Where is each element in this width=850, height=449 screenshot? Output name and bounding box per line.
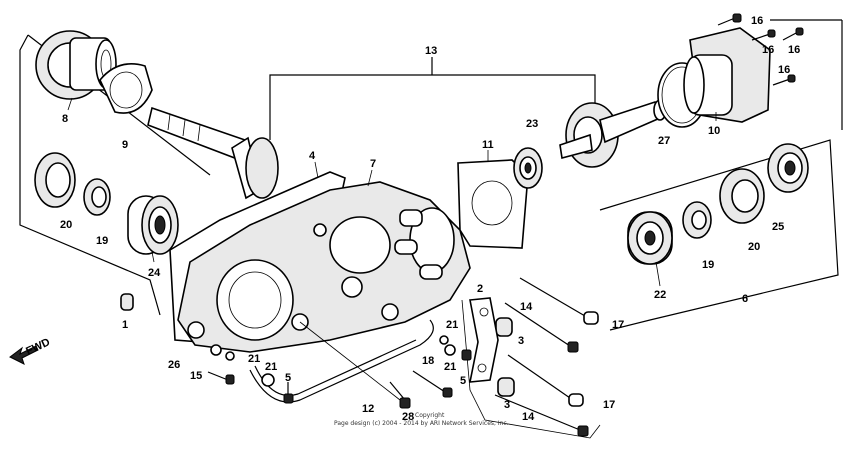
callout-8: 8 bbox=[62, 113, 68, 125]
callout-24: 24 bbox=[148, 267, 161, 279]
bearing-25 bbox=[767, 143, 809, 193]
callout-14-lower: 14 bbox=[522, 411, 535, 423]
long-bolt-17-lower bbox=[507, 354, 584, 407]
bolt-28 bbox=[299, 321, 411, 409]
callout-16-b: 16 bbox=[762, 44, 774, 56]
callout-21-d: 21 bbox=[444, 361, 456, 373]
callout-3-upper: 3 bbox=[518, 335, 524, 347]
callout-19-right: 19 bbox=[702, 259, 714, 271]
callout-16-d: 16 bbox=[778, 64, 790, 76]
leader-4 bbox=[314, 161, 319, 179]
callout-17-lower: 17 bbox=[603, 399, 615, 411]
callout-11: 11 bbox=[482, 139, 494, 151]
leader-8 bbox=[67, 97, 73, 111]
bearing-22 bbox=[627, 211, 673, 265]
bolt-15 bbox=[207, 371, 235, 385]
lock-washer-19-right bbox=[682, 201, 712, 239]
lock-washer-19-left bbox=[83, 178, 111, 216]
callout-22: 22 bbox=[654, 289, 666, 301]
collar-3-lower bbox=[497, 377, 515, 397]
callout-21-a: 21 bbox=[248, 353, 260, 365]
callout-23: 23 bbox=[526, 118, 538, 130]
callout-labels: 1 2 3 3 4 5 5 6 7 8 9 10 11 12 13 14 14 … bbox=[60, 15, 800, 423]
callout-21-c: 21 bbox=[446, 319, 458, 331]
bearing-23 bbox=[513, 147, 543, 189]
bolt-16-a bbox=[717, 13, 742, 26]
fwd-label: FWD bbox=[24, 336, 52, 357]
ring-nut-20-right bbox=[719, 168, 765, 224]
bearing-housing-10 bbox=[683, 27, 771, 123]
callout-2: 2 bbox=[477, 283, 483, 295]
callout-9: 9 bbox=[122, 139, 128, 151]
copyright-line-2: Page design (c) 2004 - 2014 by ARI Netwo… bbox=[334, 420, 509, 427]
washer-21-c bbox=[439, 335, 449, 345]
callout-16-a: 16 bbox=[751, 15, 763, 27]
callout-16-c: 16 bbox=[788, 44, 800, 56]
callout-7: 7 bbox=[370, 158, 376, 170]
copyright-line-1: Copyright bbox=[415, 412, 445, 419]
gasket-9 bbox=[99, 63, 153, 114]
callout-5-left: 5 bbox=[285, 372, 291, 384]
drive-shaft-left bbox=[147, 106, 279, 200]
callout-14-upper: 14 bbox=[520, 301, 533, 313]
bearing-24 bbox=[127, 195, 179, 255]
breather-tube-12 bbox=[249, 319, 434, 403]
right-group-frame bbox=[599, 19, 843, 331]
long-bolt-14-upper bbox=[504, 302, 579, 353]
callout-18: 18 bbox=[422, 355, 434, 367]
long-bolt-17-upper bbox=[519, 277, 599, 325]
callout-19-left: 19 bbox=[96, 235, 108, 247]
callout-12: 12 bbox=[362, 403, 374, 415]
bolt-5-left bbox=[283, 382, 294, 404]
callout-20-left: 20 bbox=[60, 219, 72, 231]
bolt-16-b bbox=[751, 29, 776, 41]
bracket-2 bbox=[469, 297, 499, 383]
washer-26 bbox=[210, 344, 222, 356]
callout-10: 10 bbox=[708, 125, 720, 137]
callout-17-upper: 17 bbox=[612, 319, 624, 331]
collar-3-upper bbox=[495, 317, 513, 337]
washer-21-a bbox=[225, 351, 235, 361]
ring-gear-shaft-right bbox=[559, 99, 667, 168]
callout-26: 26 bbox=[168, 359, 180, 371]
clip-21-b bbox=[261, 373, 275, 387]
callout-21-b: 21 bbox=[265, 361, 277, 373]
callout-25: 25 bbox=[772, 221, 784, 233]
gear-case-7 bbox=[177, 181, 471, 353]
callout-27: 27 bbox=[658, 135, 670, 147]
callout-6: 6 bbox=[742, 293, 748, 305]
collar-1 bbox=[120, 293, 134, 311]
fwd-arrow-icon bbox=[9, 345, 39, 365]
callout-13-bracket bbox=[269, 57, 596, 140]
bolt-18 bbox=[412, 370, 453, 398]
callout-4: 4 bbox=[309, 150, 316, 162]
bolt-16-d bbox=[772, 74, 796, 86]
callout-28: 28 bbox=[402, 411, 414, 423]
bolt-16-c bbox=[782, 27, 804, 41]
callout-15: 15 bbox=[190, 370, 202, 382]
washer-21-d bbox=[444, 344, 456, 356]
leader-24 bbox=[151, 251, 155, 263]
leader-7 bbox=[367, 169, 373, 187]
long-bolt-14-lower bbox=[494, 394, 589, 437]
callout-20-right: 20 bbox=[748, 241, 760, 253]
callout-1: 1 bbox=[122, 319, 128, 331]
callout-13: 13 bbox=[425, 45, 437, 57]
callout-3-lower: 3 bbox=[504, 399, 510, 411]
leader-22 bbox=[655, 261, 661, 287]
bolt-5-right bbox=[461, 349, 472, 361]
ring-nut-20-left bbox=[34, 152, 76, 208]
callout-5-right: 5 bbox=[460, 375, 466, 387]
gasket-11 bbox=[457, 159, 529, 249]
